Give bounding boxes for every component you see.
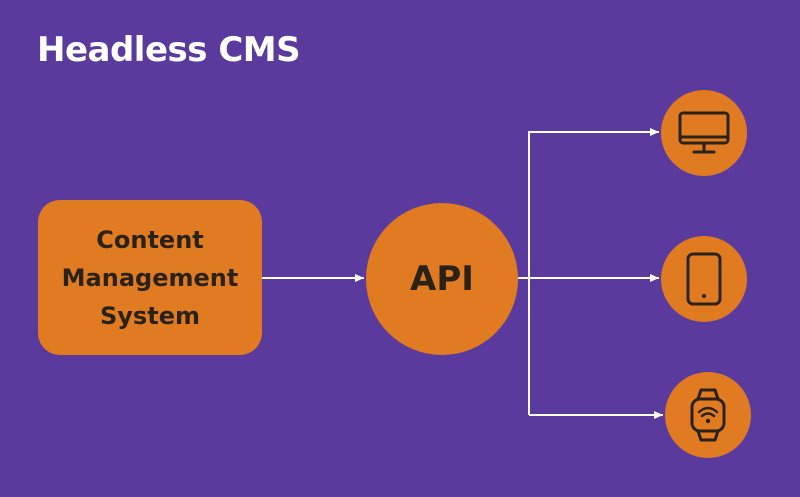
api-label: API — [410, 259, 474, 299]
desktop-monitor-icon — [678, 111, 730, 154]
cms-label-line-1: Content — [96, 225, 204, 254]
api-node: API — [366, 203, 518, 355]
smartwatch-icon — [690, 388, 726, 442]
cms-label-line-3: System — [100, 301, 200, 330]
cms-label-line-2: Management — [61, 263, 239, 292]
desktop-node — [661, 90, 747, 176]
tablet-node — [661, 236, 747, 322]
tablet-icon — [686, 252, 722, 306]
cms-node: Content Management System — [38, 200, 262, 355]
smartwatch-node — [665, 372, 751, 458]
diagram-title: Headless CMS — [37, 30, 301, 70]
